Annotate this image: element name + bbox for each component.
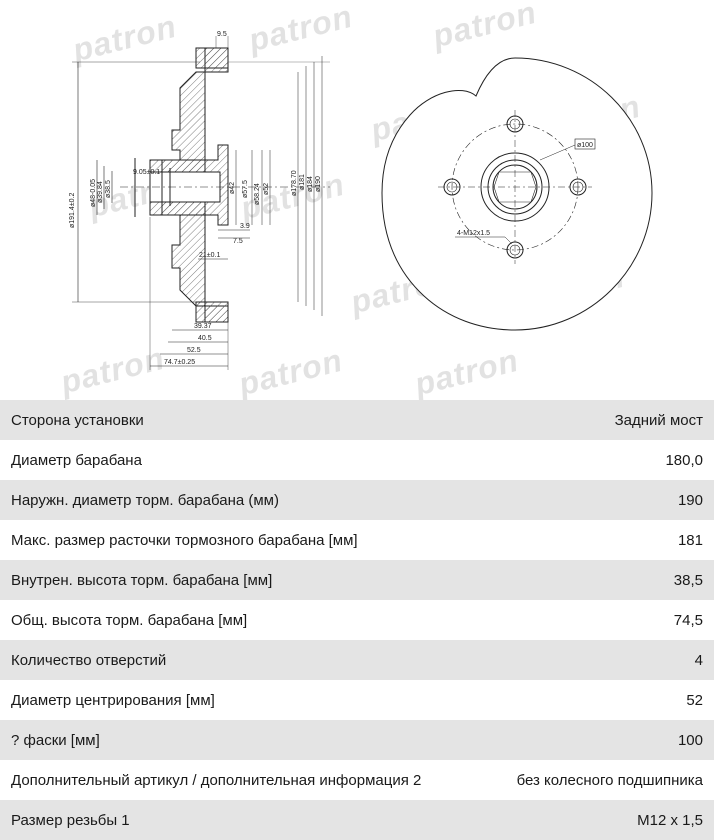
dim-pcd: ø100	[577, 142, 593, 149]
spec-row: Внутрен. высота торм. барабана [мм] 38,5	[0, 560, 714, 600]
spec-label: Наружн. диаметр торм. барабана (мм)	[11, 491, 279, 509]
section-view	[72, 36, 330, 370]
dim-9-5: 9.5	[217, 31, 227, 38]
spec-label: Сторона установки	[11, 411, 144, 429]
dim-181: ø181	[299, 174, 306, 190]
spec-label: Общ. высота торм. барабана [мм]	[11, 611, 248, 629]
spec-value: 100	[677, 731, 703, 749]
spec-row: Дополнительный артикул / дополнительная …	[0, 760, 714, 800]
spec-label: Макс. размер расточки тормозного барабан…	[11, 531, 358, 549]
front-view	[381, 57, 653, 331]
front-dimension-labels: ø100 4-M12x1.5	[457, 142, 593, 237]
spec-value: 38,5	[673, 571, 703, 589]
dim-52-5: 52.5	[187, 347, 201, 354]
spec-label: Диаметр центрирования [мм]	[11, 691, 215, 709]
dim-38: ø38.5	[105, 180, 112, 198]
dim-3-9: 3.9	[240, 223, 250, 230]
dim-48: ø48-0.05	[90, 179, 97, 207]
spec-label: Диаметр барабана	[11, 451, 142, 469]
spec-row: Наружн. диаметр торм. барабана (мм) 190	[0, 480, 714, 520]
dim-74-7: 74.7±0.25	[164, 359, 195, 366]
dim-42: ø42	[229, 182, 236, 194]
dim-178: ø178.70	[291, 170, 298, 196]
spec-label: Количество отверстий	[11, 651, 167, 669]
spec-row: Диаметр барабана 180,0	[0, 440, 714, 480]
spec-label: Размер резьбы 1	[11, 811, 130, 829]
dim-190: ø190	[315, 176, 322, 192]
spec-value: 181	[677, 531, 703, 549]
spec-value: без колесного подшипника	[516, 771, 703, 789]
spec-value: M12 x 1,5	[637, 811, 703, 829]
dim-39-37: 39.37	[194, 323, 212, 330]
spec-value: 190	[677, 491, 703, 509]
dim-52: ø52	[263, 183, 270, 195]
dim-9-05: 9.05±0.1	[133, 169, 160, 176]
spec-value: 52	[686, 691, 703, 709]
dim-40-5: 40.5	[198, 335, 212, 342]
dim-7-5: 7.5	[233, 238, 243, 245]
spec-row: Количество отверстий 4	[0, 640, 714, 680]
spec-value: Задний мост	[614, 411, 703, 429]
section-dimension-labels: 9.5 ø191.4±0.2 ø48-0.05 ø39.84 ø38.5 9.0…	[69, 31, 322, 366]
spec-row: Общ. высота торм. барабана [мм] 74,5	[0, 600, 714, 640]
drum-section-and-front-view: 9.5 ø191.4±0.2 ø48-0.05 ø39.84 ø38.5 9.0…	[69, 31, 653, 370]
dim-39: ø39.84	[97, 181, 104, 203]
dim-184: ø184	[307, 176, 314, 192]
dim-58: ø58.24	[254, 183, 261, 205]
spec-row: Сторона установки Задний мост	[0, 400, 714, 440]
spec-value: 180,0	[665, 451, 703, 469]
spec-label: Дополнительный артикул / дополнительная …	[11, 771, 422, 789]
spec-row: Диаметр центрирования [мм] 52	[0, 680, 714, 720]
spec-label: ? фаски [мм]	[11, 731, 100, 749]
spec-row: Макс. размер расточки тормозного барабан…	[0, 520, 714, 560]
dim-57: ø57.5	[242, 180, 249, 198]
dim-holes: 4-M12x1.5	[457, 230, 490, 237]
spec-value: 4	[694, 651, 703, 669]
spec-row: Размер резьбы 1 M12 x 1,5	[0, 800, 714, 840]
spec-value: 74,5	[673, 611, 703, 629]
technical-drawing: patron patron patron patron patron patro…	[0, 0, 714, 400]
spec-row: ? фаски [мм] 100	[0, 720, 714, 760]
dim-191: ø191.4±0.2	[69, 193, 76, 228]
dim-21: 21±0.1	[199, 252, 220, 259]
spec-label: Внутрен. высота торм. барабана [мм]	[11, 571, 273, 589]
